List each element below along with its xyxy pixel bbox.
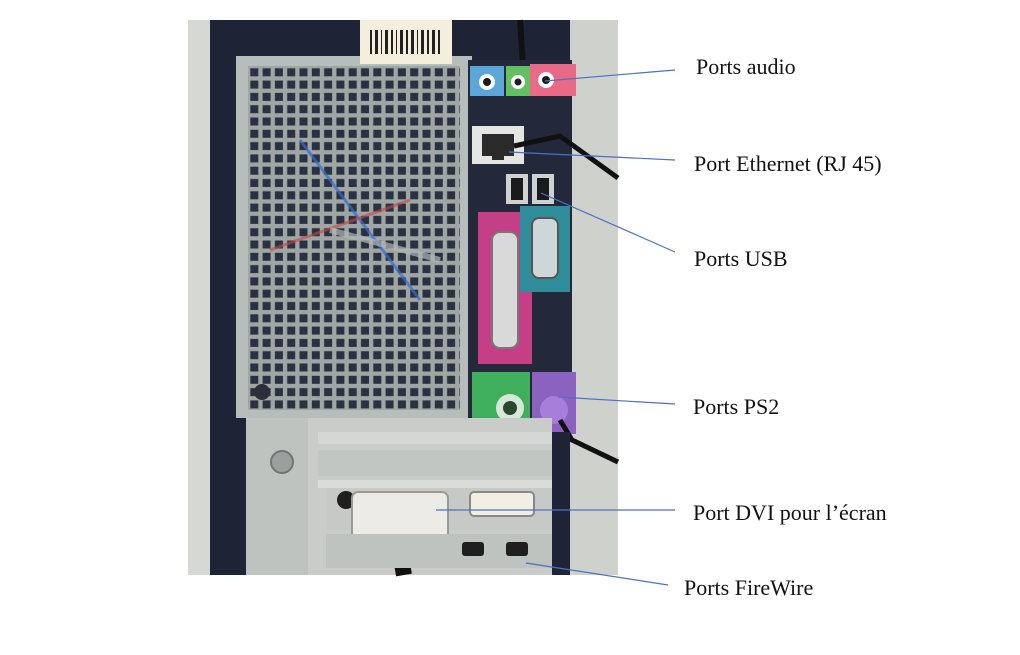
internal-cable (298, 139, 422, 301)
leader-line-ethernet (508, 151, 676, 161)
parallel-connector (491, 231, 519, 349)
leader-lines (436, 69, 676, 586)
label-ethernet: Port Ethernet (RJ 45) (694, 151, 882, 176)
firewire-port (462, 542, 484, 556)
internal-cable (329, 227, 441, 263)
audio-ports (470, 64, 576, 96)
leader-line-ps2 (557, 396, 676, 405)
ethernet-cable (513, 133, 620, 181)
slot-cover (318, 450, 552, 476)
leader-line-audio (544, 69, 676, 82)
leader-line-usb (540, 192, 676, 253)
label-dvi: Port DVI pour l’écran (693, 500, 887, 525)
label-firewire: Ports FireWire (684, 575, 814, 600)
case-edge (552, 432, 570, 575)
label-ps2: Ports PS2 (693, 394, 780, 419)
label-audio: Ports audio (696, 54, 796, 79)
ps2-cable (557, 418, 620, 465)
case-screw (270, 450, 294, 474)
slot-cover (318, 432, 552, 444)
barcode-icon (370, 30, 440, 54)
leader-line-firewire (525, 562, 669, 586)
expansion-slot-divider (246, 418, 308, 575)
slot-cover (318, 480, 552, 488)
firewire-port (506, 542, 528, 556)
dvi-port (469, 491, 535, 517)
case-screw (254, 384, 270, 400)
internal-cable (269, 198, 411, 252)
serial-connector (531, 217, 559, 279)
label-usb: Ports USB (694, 246, 788, 271)
case-edge (210, 418, 246, 575)
s-video-port (337, 491, 355, 509)
